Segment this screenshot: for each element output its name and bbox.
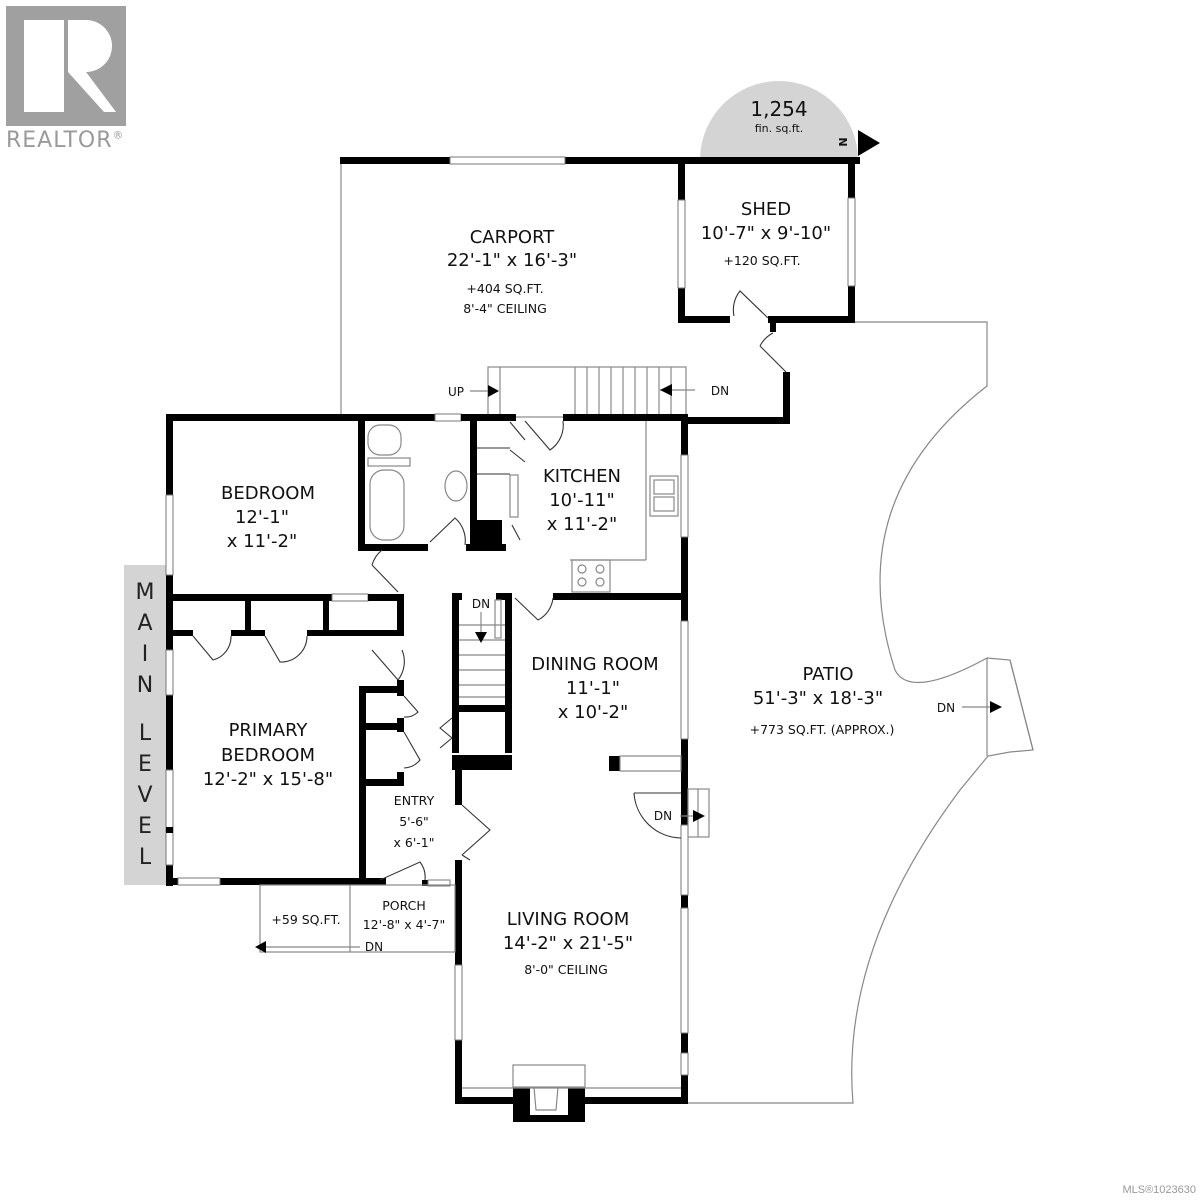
carport-area: +404 SQ.FT. [466, 281, 543, 296]
bedroom-name: BEDROOM [221, 483, 315, 504]
finished-area-unit: fin. sq.ft. [755, 122, 804, 135]
realtor-r-icon [6, 6, 126, 126]
interior-walls: DN DN [166, 414, 710, 887]
shed-name: SHED [741, 199, 791, 220]
living-room-name: LIVING ROOM [507, 909, 629, 930]
patio-stair-arrow-icon [990, 701, 1002, 713]
patio-name: PATIO [802, 664, 853, 685]
finished-area-value: 1,254 [750, 97, 807, 121]
porch-stair-arrow-icon [255, 941, 266, 953]
patio-down-label: DN [937, 701, 955, 715]
patio-dims: 51'-3" x 18'-3" [753, 688, 883, 709]
dining-room-dims-1: 11'-1" [566, 678, 620, 699]
north-label: N [836, 137, 849, 146]
realtor-wordmark: REALTOR® [6, 128, 125, 153]
interior-stair-arrow-icon [475, 632, 487, 643]
interior-stair-down-label: DN [472, 597, 490, 611]
entry-dims-2: x 6'-1" [394, 835, 435, 850]
dining-step-arrow-icon [693, 810, 705, 822]
carport-stairs: UP DN [448, 366, 729, 418]
patio: DN [688, 321, 1034, 1104]
porch-down-label: DN [365, 940, 383, 954]
shed-area: +120 SQ.FT. [723, 253, 800, 268]
living-room-dims: 14'-2" x 21'-5" [503, 933, 633, 954]
realtor-logo: REALTOR® [6, 6, 128, 153]
porch-area: +59 SQ.FT. [271, 912, 340, 927]
primary-bedroom-dims: 12'-2" x 15'-8" [203, 769, 333, 790]
room-labels: CARPORT 22'-1" x 16'-3" +404 SQ.FT. 8'-4… [203, 199, 895, 977]
kitchen-dims-1: 10'-11" [549, 490, 615, 511]
bedroom-dims-2: x 11'-2" [227, 531, 297, 552]
dining-room-dims-2: x 10'-2" [558, 702, 628, 723]
entry-name: ENTRY [394, 793, 435, 808]
stair-up-label: UP [448, 385, 464, 399]
primary-bedroom-name-1: PRIMARY [229, 720, 309, 741]
down-arrow-icon [660, 384, 672, 396]
north-arrow-icon [858, 130, 880, 156]
shed-dims: 10'-7" x 9'-10" [701, 223, 831, 244]
house-walls [165, 413, 689, 1122]
shed [677, 160, 856, 332]
porch-dims: 12'-8" x 4'-7" [363, 917, 446, 932]
carport-dims: 22'-1" x 16'-3" [447, 250, 577, 271]
porch-name: PORCH [382, 898, 426, 913]
dining-room-name: DINING ROOM [531, 654, 658, 675]
kitchen-dims-2: x 11'-2" [547, 514, 617, 535]
area-badge: 1,254 fin. sq.ft. N [700, 81, 880, 160]
entry-dims-1: 5'-6" [399, 814, 429, 829]
mls-number: MLS®1023630 [1122, 1184, 1196, 1196]
carport [340, 156, 860, 415]
carport-name: CARPORT [470, 227, 556, 248]
porch: DN +59 SQ.FT. PORCH 12'-8" x 4'-7" [255, 884, 456, 954]
patio-area: +773 SQ.FT. (APPROX.) [750, 722, 895, 737]
up-arrow-icon [488, 385, 499, 397]
bedroom-dims-1: 12'-1" [235, 507, 289, 528]
kitchen-name: KITCHEN [543, 466, 621, 487]
primary-bedroom-name-2: BEDROOM [221, 745, 315, 766]
stair-down-label: DN [711, 384, 729, 398]
level-label: M A I N L E V E L [124, 565, 166, 885]
carport-ceiling: 8'-4" CEILING [463, 301, 547, 316]
dining-step-down-label: DN [654, 809, 672, 823]
living-room-ceiling: 8'-0" CEILING [524, 962, 608, 977]
